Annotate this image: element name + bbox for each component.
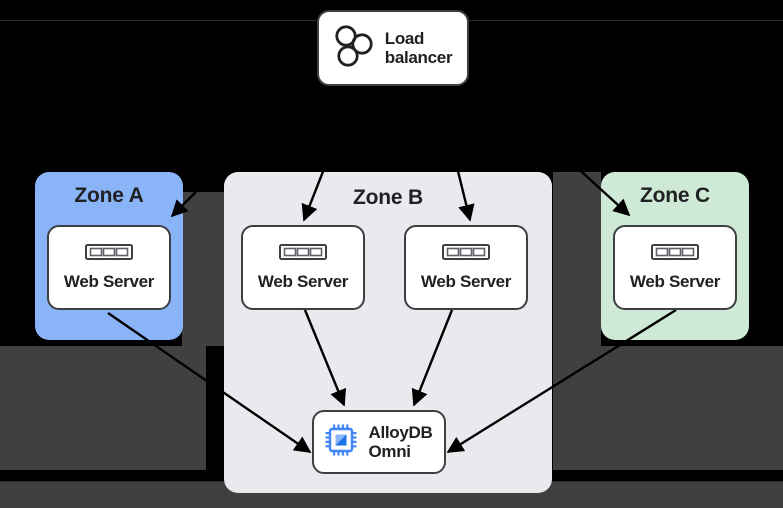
edge-zone-c-to-alloydb <box>446 308 677 454</box>
backdrop-plate-rightgap <box>553 172 601 346</box>
load-balancer-label: Load balancer <box>384 28 453 67</box>
zone-c-web-server[interactable]: Web Server <box>613 225 737 310</box>
zone-b-web-server-1[interactable]: Web Server <box>241 225 365 310</box>
web-server-icon <box>651 243 699 265</box>
alloydb-omni-node[interactable]: AlloyDB Omni <box>312 410 446 474</box>
edge-zone-a-to-alloydb <box>107 312 312 453</box>
zone-b-label: Zone B <box>353 186 423 209</box>
load-balancer-node[interactable]: Load balancer <box>317 10 469 86</box>
zone-a-web-server-label: Web Server <box>63 271 155 291</box>
backdrop-plate-left <box>0 346 206 470</box>
zone-b-web-server-1-label: Web Server <box>257 271 349 291</box>
zone-a-label: Zone A <box>74 184 144 207</box>
load-balancer-icon <box>334 24 374 72</box>
web-server-icon <box>442 243 490 265</box>
web-server-icon <box>279 243 327 265</box>
edge-zone-b-1-to-alloydb <box>303 309 347 407</box>
zone-b-web-server-2[interactable]: Web Server <box>404 225 528 310</box>
zone-c-label: Zone C <box>640 184 710 207</box>
cpu-chip-icon <box>325 424 357 461</box>
zone-c-web-server-label: Web Server <box>629 271 721 291</box>
edge-lb-to-zone-b-1 <box>301 89 357 222</box>
web-server-icon <box>85 243 133 265</box>
edge-lb-to-zone-a <box>170 63 323 218</box>
edge-zone-b-2-to-alloydb <box>411 309 454 407</box>
backdrop-plate-midgap <box>182 192 224 346</box>
zone-a-web-server[interactable]: Web Server <box>47 225 171 310</box>
edge-lb-to-zone-b-2 <box>436 89 475 222</box>
edge-lb-to-zone-c <box>469 69 631 217</box>
zone-b-web-server-2-label: Web Server <box>420 271 512 291</box>
alloydb-omni-label: AlloyDB Omni <box>368 422 433 461</box>
backdrop-plate-right <box>553 346 783 470</box>
